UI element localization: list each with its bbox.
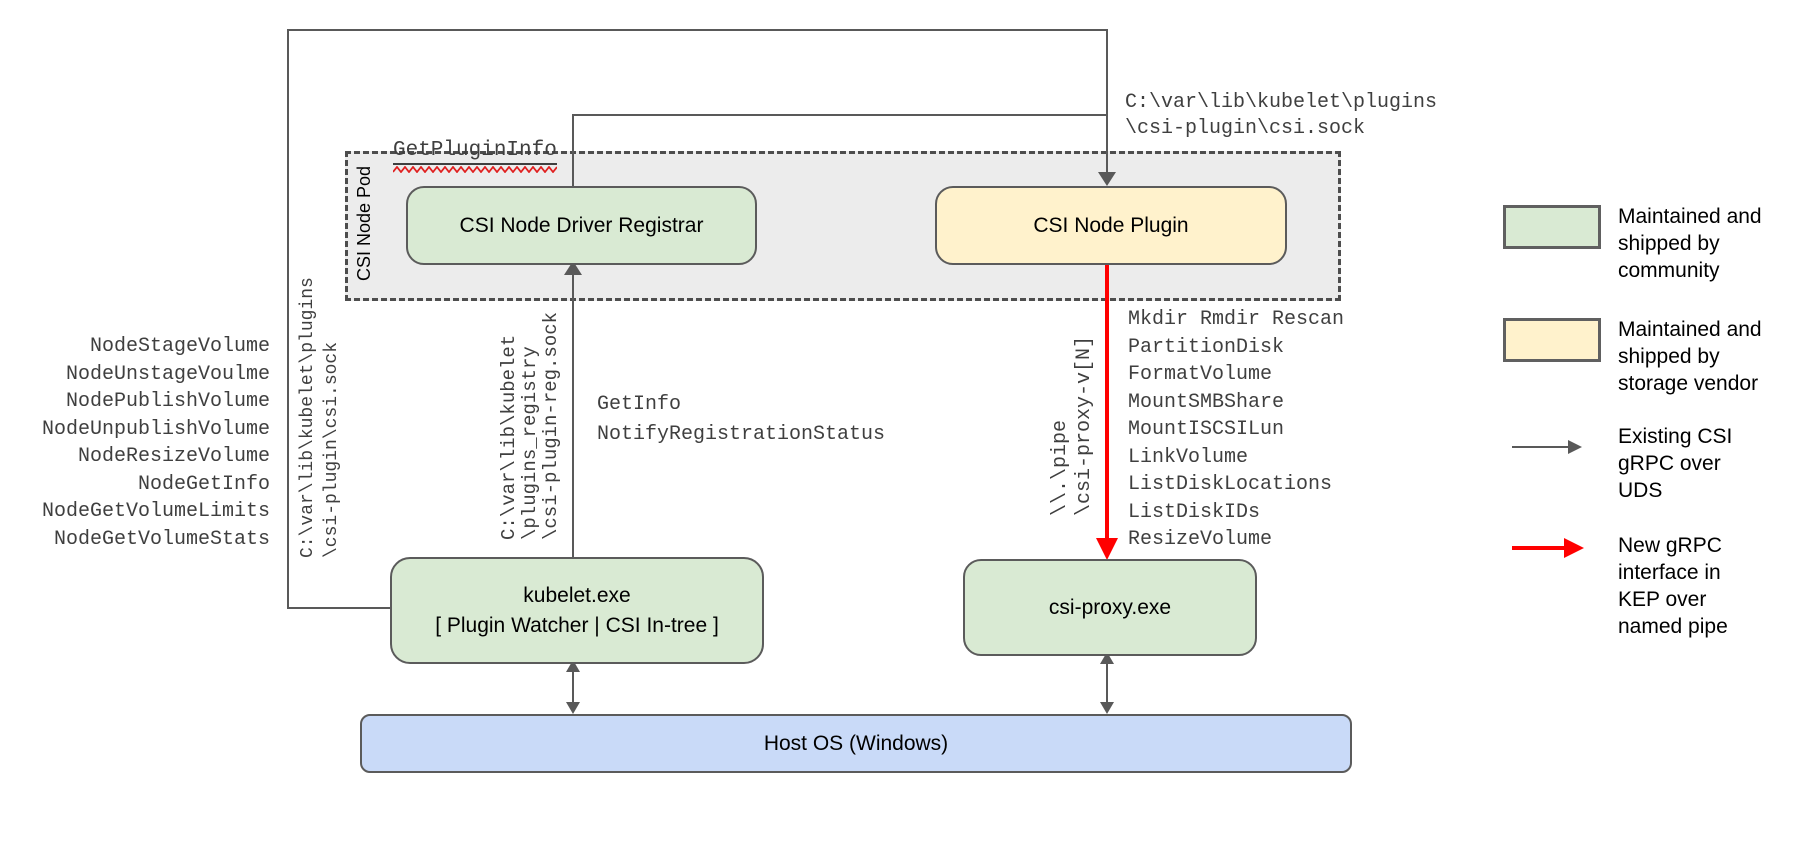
plugin-to-proxy-red-arrowhead-icon [1096,538,1118,560]
kubelet-box: kubelet.exe [ Plugin Watcher | CSI In-tr… [390,557,764,664]
registrar-to-plugin-line-v [572,114,574,187]
csi-node-plugin-box: CSI Node Plugin [935,186,1287,265]
node-method-item: NodeGetInfo [137,472,270,496]
node-method-item: NodePublishVolume [65,390,270,413]
registry-sock-vertical-label: C:\var\lib\kubelet \plugins_registry \cs… [498,311,562,540]
plugin-arrowhead-icon [1098,172,1116,186]
proxy-method-item: ResizeVolume [1128,528,1273,551]
legend-uds-arrowhead-icon [1568,440,1582,454]
legend-namedpipe-label: New gRPC interface in KEP over named pip… [1618,534,1728,638]
proxy-method-item: Mkdir Rmdir Rescan [1128,308,1345,331]
proxy-method-item: ListDiskIDs [1128,500,1261,524]
node-method-item: NodeStageVolume [89,335,270,358]
registration-calls-label: GetInfo NotifyRegistrationStatus [597,393,886,446]
node-method-item: NodeGetVolumeStats [53,527,270,551]
node-method-item: NodeUnpublishVolume [41,417,270,441]
kubelet-to-registrar-shaft [572,274,574,558]
kubelet-to-plugin-line-left [287,29,289,609]
proxy-hostos-shaft [1106,662,1108,704]
csi-node-driver-registrar-box: CSI Node Driver Registrar [406,186,757,265]
proxy-method-item: PartitionDisk [1128,335,1285,359]
node-method-item: NodeResizeVolume [77,445,270,468]
plugin-arrow-shaft [1106,29,1108,173]
csi-proxy-box: csi-proxy.exe [963,559,1257,656]
get-plugin-info-text: GetPluginInfo [393,139,557,165]
kubelet-hostos-shaft [572,670,574,704]
node-method-item: NodeUnstageVoulme [65,362,270,386]
proxy-hostos-down-arrowhead-icon [1100,702,1114,714]
kubelet-hostos-down-arrowhead-icon [566,702,580,714]
legend-namedpipe-arrowhead-icon [1564,538,1584,558]
get-plugin-info-label: GetPluginInfo [393,116,557,196]
proxy-method-item: MountISCSILun [1128,418,1285,441]
csi-node-pod-label: CSI Node Pod [354,165,374,281]
legend-community-swatch [1503,205,1601,249]
legend-vendor-swatch [1503,318,1601,362]
plugin-to-proxy-red-shaft [1105,261,1109,540]
proxy-method-item: MountSMBShare [1128,390,1285,414]
legend-vendor-label: Maintained and shipped by storage vendor [1618,318,1762,395]
proxy-method-item: LinkVolume [1128,445,1249,469]
plugin-sock-path-vertical-label: C:\var\lib\kubelet\plugins \csi-plugin\c… [298,277,342,558]
node-method-item: NodeGetVolumeLimits [41,500,270,523]
legend-namedpipe-arrow-shaft [1512,546,1566,550]
spellcheck-squiggle-icon [393,166,557,173]
kubelet-to-plugin-line-top [287,29,1108,31]
plugin-sock-path-label: C:\var\lib\kubelet\plugins \csi-plugin\c… [1125,91,1438,140]
proxy-method-item: FormatVolume [1128,363,1273,386]
named-pipe-vertical-label: \\.\pipe \csi-proxy-v[N] [1049,335,1096,516]
legend-community-label: Maintained and shipped by community [1618,205,1762,282]
host-os-box: Host OS (Windows) [360,714,1352,773]
kubelet-to-plugin-line-stub [287,607,391,609]
registrar-to-plugin-line-h [572,114,1108,116]
legend-uds-arrow-shaft [1512,446,1570,448]
proxy-method-item: ListDiskLocations [1128,473,1333,496]
legend-uds-label: Existing CSI gRPC over UDS [1618,425,1733,502]
